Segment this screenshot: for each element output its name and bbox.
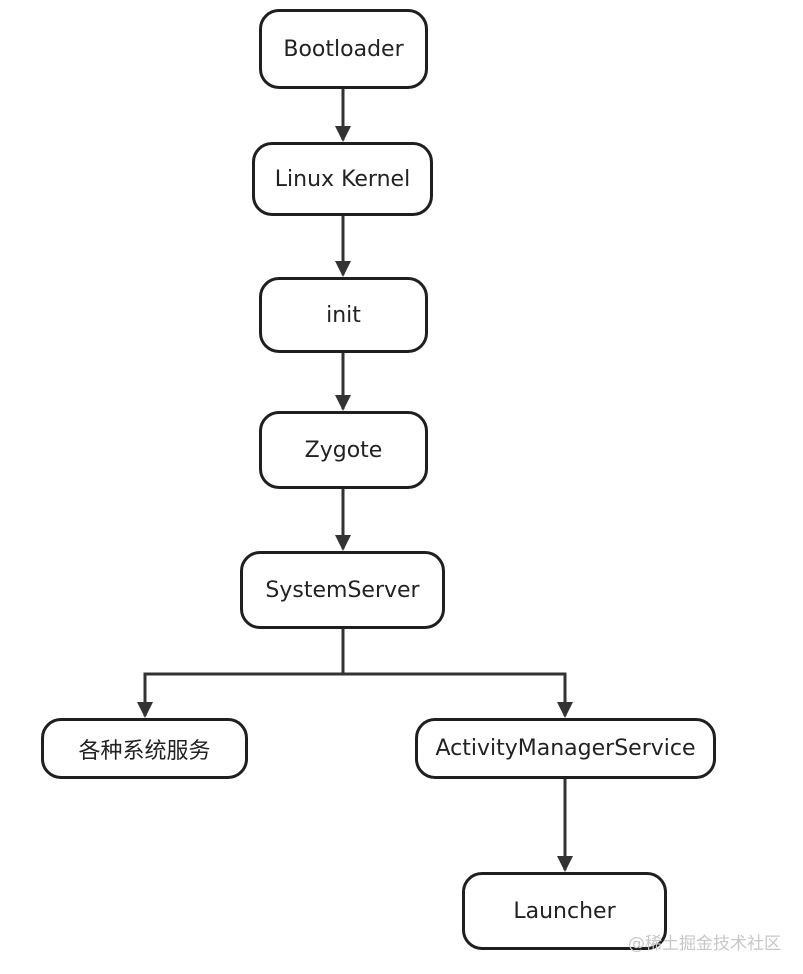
node-linux-kernel: Linux Kernel xyxy=(252,142,433,216)
node-bootloader: Bootloader xyxy=(259,9,428,89)
watermark-text: @稀土掘金技术社区 xyxy=(628,934,781,954)
edge-systemserver-to-ams xyxy=(341,629,573,718)
node-system-services: 各种系统服务 xyxy=(41,718,248,779)
node-launcher: Launcher xyxy=(462,872,667,950)
node-zygote: Zygote xyxy=(259,411,428,489)
node-systemserver: SystemServer xyxy=(240,551,445,629)
edge-systemserver-to-system-services xyxy=(137,629,345,718)
node-init: init xyxy=(259,277,428,353)
node-activity-manager-service: ActivityManagerService xyxy=(415,718,716,779)
